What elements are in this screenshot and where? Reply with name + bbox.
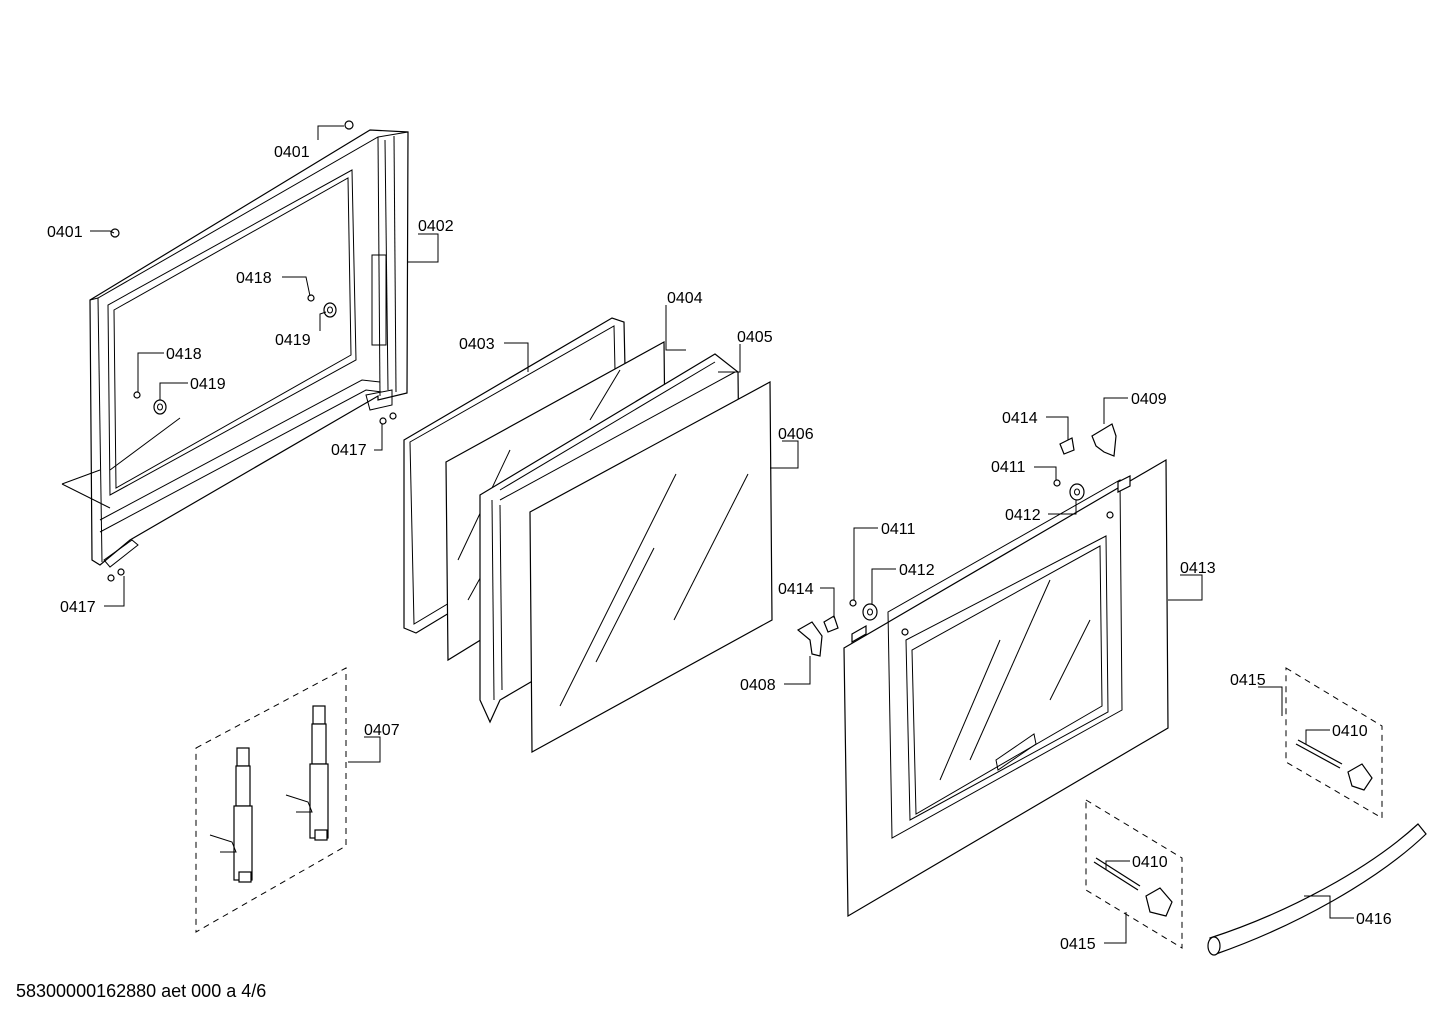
label-0418-b: 0418 [166, 346, 202, 363]
label-0417-a: 0417 [331, 442, 367, 459]
label-0403: 0403 [459, 336, 495, 353]
label-0402: 0402 [418, 218, 454, 235]
label-0415-b: 0415 [1060, 936, 1096, 953]
label-0416: 0416 [1356, 911, 1392, 928]
label-0404: 0404 [667, 290, 703, 307]
label-0415-a: 0415 [1230, 672, 1266, 689]
label-0419-b: 0419 [190, 376, 226, 393]
front-door-0413 [843, 458, 1169, 918]
door-brackets [796, 423, 1117, 657]
label-0414-a: 0414 [1002, 410, 1038, 427]
label-0412-b: 0412 [899, 562, 935, 579]
label-0407: 0407 [364, 722, 400, 739]
label-0418-a: 0418 [236, 270, 272, 287]
handle-bar-0416 [1207, 823, 1427, 956]
door-frame-0402 [61, 129, 409, 568]
label-0405: 0405 [737, 329, 773, 346]
label-0419-a: 0419 [275, 332, 311, 349]
hinge-set-0407 [195, 667, 347, 933]
handle-mount-0415-upper [1285, 667, 1383, 819]
callout-labels: 0401 0401 0402 0418 0419 0418 0419 0417 … [47, 144, 1392, 953]
label-0409: 0409 [1131, 391, 1167, 408]
leader-lines [90, 125, 1354, 944]
label-0406: 0406 [778, 426, 814, 443]
label-0413: 0413 [1180, 560, 1216, 577]
label-0414-b: 0414 [778, 581, 814, 598]
screw-parts [107, 120, 397, 582]
drawing-reference-number: 58300000162880 aet 000 a 4/6 [16, 981, 267, 1001]
label-0411-b: 0411 [881, 521, 916, 538]
label-0401-b: 0401 [47, 224, 83, 241]
label-0401-a: 0401 [274, 144, 310, 161]
label-0410-a: 0410 [1332, 723, 1368, 740]
label-0417-b: 0417 [60, 599, 96, 616]
label-0410-b: 0410 [1132, 854, 1168, 871]
outer-glass-0406 [529, 380, 773, 754]
label-0408: 0408 [740, 677, 776, 694]
label-0412-a: 0412 [1005, 507, 1041, 524]
handle-mount-0415-lower [1085, 799, 1183, 949]
label-0411-a: 0411 [991, 459, 1026, 476]
